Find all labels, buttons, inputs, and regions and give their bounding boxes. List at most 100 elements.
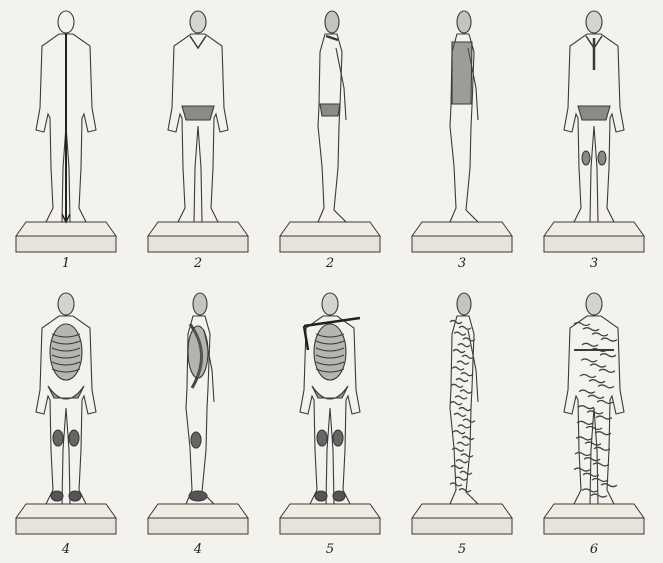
- figure-caption: 2: [264, 256, 396, 271]
- muscle-stroke: [454, 332, 466, 335]
- pedestal: [412, 222, 512, 252]
- head: [586, 293, 602, 315]
- collar: [326, 36, 338, 40]
- mannequin-front-skeleton: [0, 282, 132, 544]
- head: [586, 11, 602, 33]
- figure-2-side: 2: [264, 0, 396, 280]
- muscle-stroke: [597, 401, 613, 404]
- muscle-stroke: [457, 361, 469, 364]
- muscle-stroke: [601, 338, 617, 341]
- torso-shade: [452, 42, 472, 104]
- pedestal: [544, 504, 644, 534]
- figure-4-front: 4: [0, 282, 132, 563]
- head: [457, 11, 471, 33]
- pelvis-block: [320, 104, 340, 116]
- figure-caption: 1: [0, 256, 132, 271]
- muscle-stroke: [579, 390, 595, 393]
- figure-5-front: 5: [264, 282, 396, 563]
- body: [318, 11, 346, 222]
- knee-right: [69, 430, 79, 446]
- pedestal-side: [544, 518, 644, 534]
- mannequin-front-skeleton-bar: [264, 282, 396, 544]
- muscle-stroke: [600, 354, 616, 357]
- mannequin-front-muscles: [528, 282, 660, 544]
- figure-6-front: 6: [528, 282, 660, 563]
- muscle-stroke: [599, 369, 615, 372]
- muscle-stroke: [462, 437, 474, 440]
- pedestal-side: [148, 518, 248, 534]
- head: [58, 11, 74, 33]
- muscle-stroke: [456, 460, 468, 463]
- mannequin-side-torso: [396, 0, 528, 260]
- foot: [189, 491, 207, 501]
- figure-caption: 5: [264, 542, 396, 557]
- ribcage: [188, 326, 208, 378]
- figure-4-side: 4: [132, 282, 264, 563]
- muscle-stroke: [598, 385, 614, 388]
- body-outline: [450, 316, 478, 504]
- body-outline: [318, 34, 346, 222]
- pedestal-top: [148, 222, 248, 236]
- figure-caption: 5: [396, 542, 528, 557]
- body: [564, 11, 624, 222]
- figure-2-front: 2: [132, 0, 264, 280]
- muscle-stroke: [592, 333, 608, 336]
- body: [450, 11, 478, 222]
- muscle-stroke: [595, 432, 611, 435]
- muscle-stroke: [451, 384, 463, 387]
- mannequin-side-pelvis: [264, 0, 396, 260]
- body-outline: [168, 34, 228, 222]
- muscle-stroke: [581, 359, 597, 362]
- body: [300, 293, 360, 504]
- pedestal: [148, 504, 248, 534]
- head: [58, 293, 74, 315]
- pedestal: [16, 504, 116, 534]
- figure-3-front: 3: [528, 0, 660, 280]
- pedestal-side: [412, 518, 512, 534]
- muscle-stroke: [590, 364, 606, 367]
- pedestal-side: [412, 236, 512, 252]
- collar: [190, 36, 206, 48]
- foot-right: [69, 491, 81, 501]
- pedestal-top: [412, 222, 512, 236]
- mannequin-front-line: [0, 0, 132, 260]
- muscle-stroke: [453, 350, 465, 353]
- muscle-stroke: [463, 419, 475, 422]
- pelvis: [48, 386, 84, 399]
- muscle-stroke: [463, 338, 475, 341]
- muscle-stroke: [450, 402, 462, 405]
- pedestal-side: [280, 236, 380, 252]
- muscle-stroke: [451, 466, 463, 469]
- knee: [191, 432, 201, 448]
- knee-left: [582, 151, 590, 165]
- muscle-stroke: [592, 479, 608, 482]
- pedestal: [544, 222, 644, 252]
- muscle-stroke: [582, 343, 598, 346]
- muscle-stroke: [578, 406, 594, 409]
- body: [36, 293, 96, 504]
- pedestal-top: [280, 222, 380, 236]
- figure-caption: 2: [132, 256, 264, 271]
- knee-left: [53, 430, 63, 446]
- muscle-stroke: [459, 408, 471, 411]
- foot-right: [333, 491, 345, 501]
- muscle-stroke: [574, 468, 590, 471]
- pedestal: [412, 504, 512, 534]
- muscle-stroke: [580, 375, 596, 378]
- muscle-stroke: [456, 379, 468, 382]
- muscle-stroke: [460, 471, 472, 474]
- muscle-stroke: [457, 442, 469, 445]
- pedestal: [280, 222, 380, 252]
- pedestal-side: [16, 518, 116, 534]
- muscle-stroke: [459, 326, 471, 329]
- muscle-stroke: [458, 425, 470, 428]
- muscle-stroke: [575, 453, 591, 456]
- figure-caption: 3: [396, 256, 528, 271]
- pelvis: [312, 386, 348, 399]
- mannequin-front-pelvis: [132, 0, 264, 260]
- muscle-stroke: [591, 494, 607, 497]
- pedestal-top: [16, 222, 116, 236]
- body: [564, 293, 624, 504]
- body: [186, 293, 214, 504]
